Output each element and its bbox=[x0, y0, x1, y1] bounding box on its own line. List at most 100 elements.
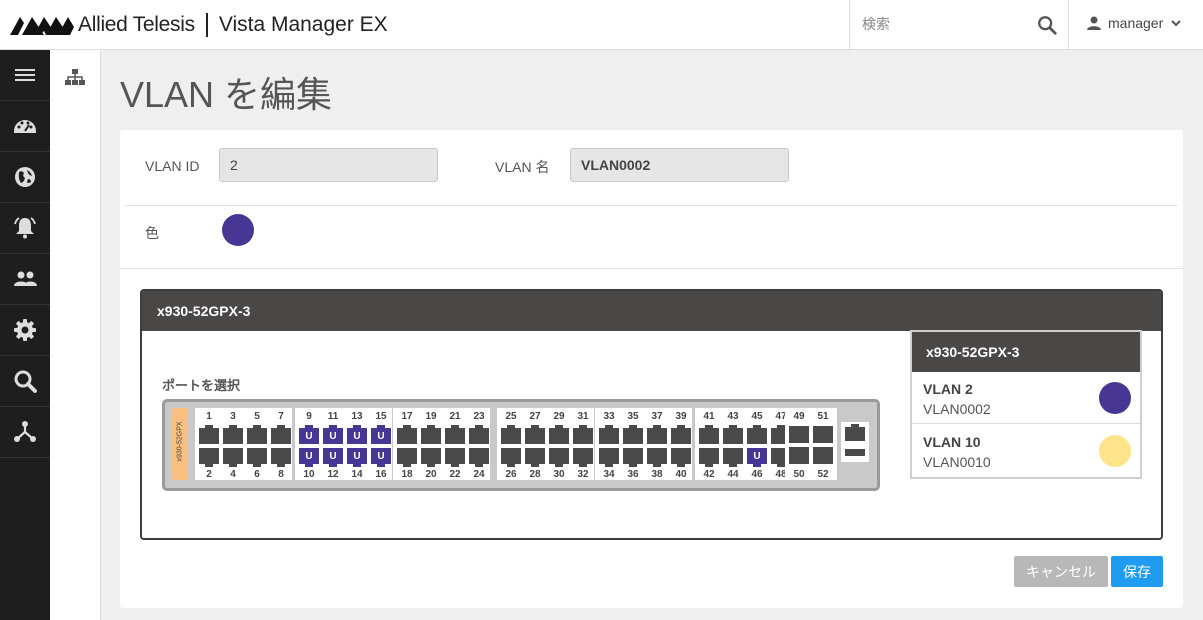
switch-port-18[interactable] bbox=[397, 448, 417, 467]
search-icon[interactable] bbox=[1036, 14, 1058, 36]
switch-port-44[interactable] bbox=[723, 448, 743, 467]
switch-port-7[interactable] bbox=[271, 425, 291, 444]
switch-port-50[interactable] bbox=[789, 447, 809, 464]
port-number: 14 bbox=[351, 469, 363, 480]
port-number: 11 bbox=[327, 411, 339, 422]
user-icon bbox=[1087, 16, 1101, 30]
switch-port-5[interactable] bbox=[247, 425, 267, 444]
switch-port-13[interactable]: U bbox=[347, 425, 367, 444]
sitemap-icon[interactable] bbox=[65, 68, 85, 86]
nav-network[interactable] bbox=[0, 152, 50, 203]
switch-port-20[interactable] bbox=[421, 448, 441, 467]
port-number: 30 bbox=[553, 469, 565, 480]
switch-port-2[interactable] bbox=[199, 448, 219, 467]
app-header: Allied Telesis Vista Manager EX manager bbox=[0, 0, 1203, 50]
switch-port-4[interactable] bbox=[223, 448, 243, 467]
port-number: 37 bbox=[651, 411, 663, 422]
switch-port-46[interactable]: U bbox=[747, 448, 767, 467]
switch-port-28[interactable] bbox=[525, 448, 545, 467]
search-icon bbox=[14, 370, 37, 393]
switch-port-11[interactable]: U bbox=[323, 425, 343, 444]
vlan-id-field[interactable]: 2 bbox=[219, 148, 438, 182]
port-group bbox=[497, 408, 594, 480]
switch-port-15[interactable]: U bbox=[371, 425, 391, 444]
switch-port-32[interactable] bbox=[573, 448, 593, 467]
nav-dashboard[interactable] bbox=[0, 101, 50, 152]
save-button[interactable]: 保存 bbox=[1111, 556, 1163, 587]
switch-port-23[interactable] bbox=[469, 425, 489, 444]
port-number: 7 bbox=[278, 411, 284, 422]
port-number: 12 bbox=[327, 469, 339, 480]
divider bbox=[120, 268, 1183, 269]
brand-divider bbox=[205, 13, 208, 37]
switch-port-16[interactable]: U bbox=[371, 448, 391, 467]
switch-port-49[interactable] bbox=[789, 426, 809, 443]
port-number: 29 bbox=[553, 411, 565, 422]
port-number: 32 bbox=[577, 469, 589, 480]
port-number: 19 bbox=[425, 411, 437, 422]
nav-users[interactable] bbox=[0, 254, 50, 305]
switch-port-17[interactable] bbox=[397, 425, 417, 444]
color-picker[interactable] bbox=[222, 214, 254, 246]
switch-port-19[interactable] bbox=[421, 425, 441, 444]
switch-port-22[interactable] bbox=[445, 448, 465, 467]
port-number: 20 bbox=[425, 469, 437, 480]
switch-port-1[interactable] bbox=[199, 425, 219, 444]
nav-alarms[interactable] bbox=[0, 203, 50, 254]
switch-port-35[interactable] bbox=[623, 425, 643, 444]
switch-port-21[interactable] bbox=[445, 425, 465, 444]
switch-port-24[interactable] bbox=[469, 448, 489, 467]
chevron-down-icon bbox=[1171, 20, 1181, 27]
logo[interactable]: Allied Telesis Vista Manager EX bbox=[10, 12, 388, 38]
switch-port-40[interactable] bbox=[671, 448, 691, 467]
switch-port-42[interactable] bbox=[699, 448, 719, 467]
port-number: 50 bbox=[793, 469, 805, 480]
switch-port-51[interactable] bbox=[813, 426, 833, 443]
cancel-button[interactable]: キャンセル bbox=[1014, 556, 1108, 587]
port-group bbox=[393, 408, 490, 480]
switch-port-6[interactable] bbox=[247, 448, 267, 467]
select-ports-label: ポートを選択 bbox=[162, 378, 241, 393]
switch-port-10[interactable]: U bbox=[299, 448, 319, 467]
nav-settings[interactable] bbox=[0, 305, 50, 356]
product-name: Vista Manager EX bbox=[218, 13, 388, 36]
switch-port-3[interactable] bbox=[223, 425, 243, 444]
switch-port-14[interactable]: U bbox=[347, 448, 367, 467]
vlan-list-item[interactable]: VLAN 2 VLAN0002 bbox=[912, 372, 1140, 424]
port-number: 45 bbox=[751, 411, 763, 422]
vlan-list-item[interactable]: VLAN 10 VLAN0010 bbox=[912, 425, 1140, 477]
switch-port-26[interactable] bbox=[501, 448, 521, 467]
switch-port-12[interactable]: U bbox=[323, 448, 343, 467]
vlan-name-field[interactable]: VLAN0002 bbox=[570, 148, 789, 182]
switch-port-25[interactable] bbox=[501, 425, 521, 444]
nav-search[interactable] bbox=[0, 356, 50, 407]
switch-port-45[interactable] bbox=[747, 425, 767, 444]
switch-port-52[interactable] bbox=[813, 447, 833, 464]
switch-port-30[interactable] bbox=[549, 448, 569, 467]
switch-port-33[interactable] bbox=[599, 425, 619, 444]
switch-port-41[interactable] bbox=[699, 425, 719, 444]
mgmt-port[interactable] bbox=[845, 424, 865, 441]
console-port[interactable] bbox=[845, 449, 865, 456]
switch-port-43[interactable] bbox=[723, 425, 743, 444]
switch-port-37[interactable] bbox=[647, 425, 667, 444]
nav-menu[interactable] bbox=[0, 50, 50, 101]
switch-port-36[interactable] bbox=[623, 448, 643, 467]
switch-port-8[interactable] bbox=[271, 448, 291, 467]
switch-port-29[interactable] bbox=[549, 425, 569, 444]
switch-port-31[interactable] bbox=[573, 425, 593, 444]
users-icon bbox=[14, 271, 37, 286]
port-number: 21 bbox=[449, 411, 461, 422]
switch-port-38[interactable] bbox=[647, 448, 667, 467]
switch-port-27[interactable] bbox=[525, 425, 545, 444]
switch-port-39[interactable] bbox=[671, 425, 691, 444]
search-input[interactable] bbox=[862, 14, 1022, 34]
user-menu[interactable]: manager bbox=[1086, 15, 1189, 31]
port-number: 39 bbox=[675, 411, 687, 422]
switch-port-34[interactable] bbox=[599, 448, 619, 467]
sfp-group bbox=[785, 408, 837, 480]
nav-topology[interactable] bbox=[0, 407, 50, 458]
switch-port-9[interactable]: U bbox=[299, 425, 319, 444]
topology-icon bbox=[14, 421, 36, 442]
